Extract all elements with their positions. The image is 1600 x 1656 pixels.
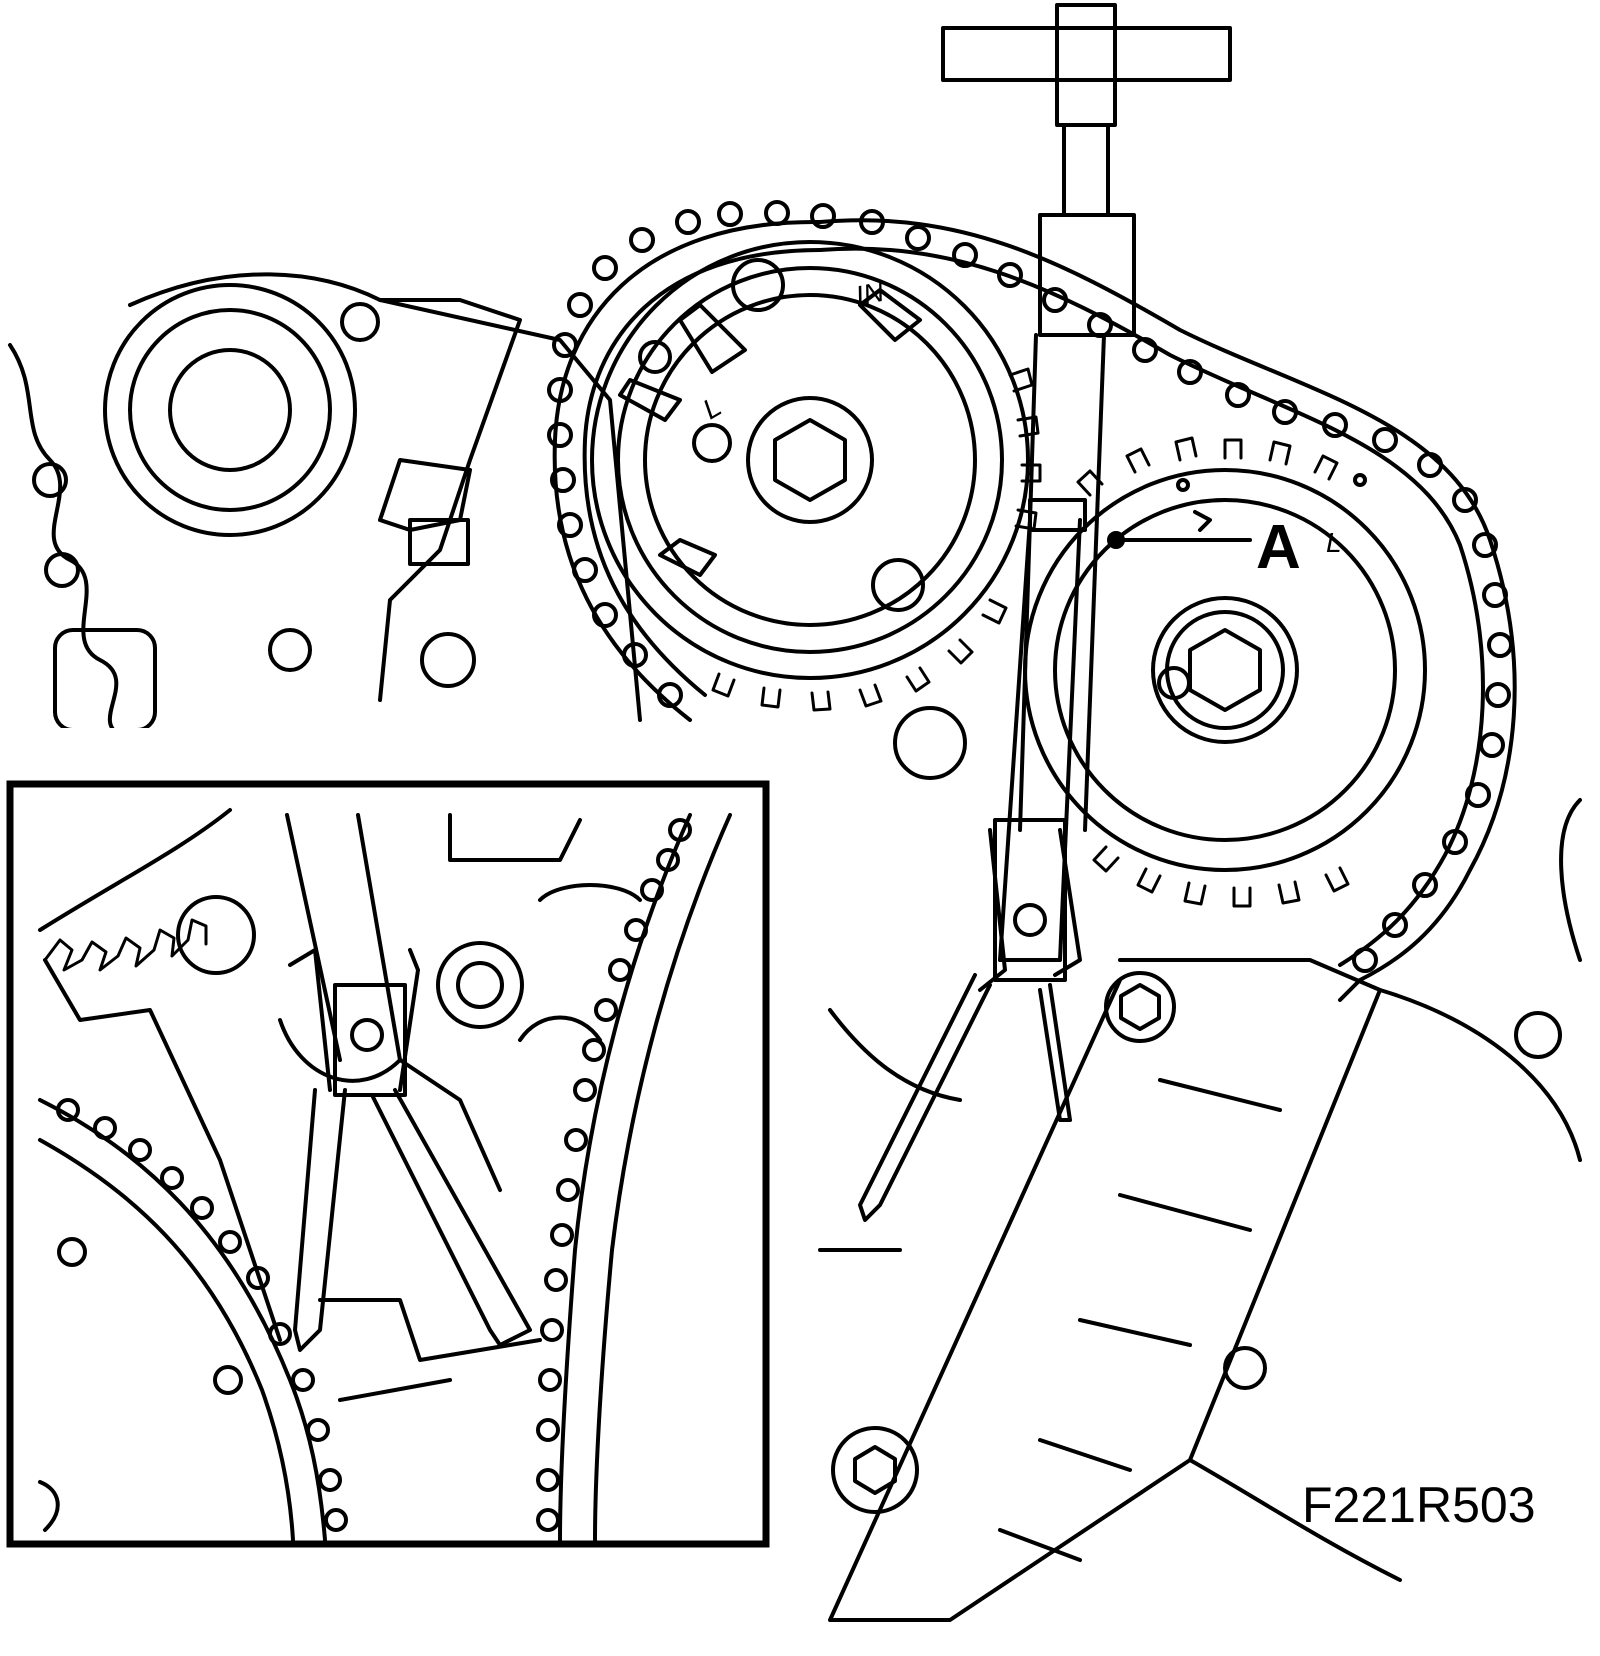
boss-mid (128, 308, 332, 512)
engine-block-main (8, 3, 1582, 1622)
inset-block-contour (43, 958, 282, 1342)
block-outline-left (8, 343, 122, 737)
intake-slot (658, 538, 717, 577)
boss-inner (168, 348, 292, 472)
inset-pliers-pivot (350, 1018, 384, 1052)
inset-sprocket-arc (38, 808, 232, 932)
guide-bolt-hex (853, 1445, 897, 1495)
exhaust-sprocket-teeth (1076, 436, 1350, 908)
inset-hole (213, 1365, 243, 1395)
intake-slot (678, 303, 747, 374)
pliers-pivot (1013, 903, 1047, 937)
intake-hole (638, 340, 672, 374)
chain-rollers (547, 200, 1513, 973)
inset-sprocket-teeth (43, 918, 208, 972)
timing-dot (1353, 473, 1367, 487)
inset-border (6, 780, 770, 1548)
mark-l-right-label: L (1326, 527, 1342, 558)
inset-hole (57, 1237, 87, 1267)
figure-id-label: F221R503 (1302, 1477, 1536, 1533)
guide-bolt-bottom (831, 1426, 919, 1514)
inset-boss (176, 895, 256, 975)
intake-camshaft-sprocket (590, 240, 1042, 712)
inset-chain-arc-left (38, 1098, 327, 1542)
boss-outer (103, 283, 357, 537)
t-handle-bar (941, 26, 1232, 82)
bolt-hole (268, 628, 312, 672)
inset-boss-inner (456, 961, 504, 1009)
bolt-hole (32, 462, 68, 498)
t-handle-socket (1038, 213, 1136, 337)
inset-guide-right (593, 813, 732, 1542)
bolt-hole (1514, 1011, 1562, 1059)
exhaust-hub-inner (1165, 610, 1285, 730)
exhaust-hex-bolt (1188, 628, 1262, 712)
inset-pliers (285, 813, 532, 1352)
bolt-hole (44, 552, 80, 588)
bolt-hole (420, 632, 476, 688)
timing-chain-left (552, 219, 822, 722)
bracket-tab (408, 518, 470, 566)
inset-chain-arc-left-inner (38, 1138, 295, 1542)
block-outline-right (818, 798, 1582, 1252)
intake-slot (618, 378, 682, 422)
t-handle-head (1055, 3, 1117, 127)
bolt-hole (1223, 1346, 1267, 1390)
intake-hole (692, 423, 732, 463)
tensioner-pliers (858, 818, 1082, 1222)
t-handle-tool (941, 3, 1232, 832)
timing-chain (818, 218, 1517, 1002)
callout-a-dot (1107, 531, 1125, 549)
bracket-outline (378, 458, 472, 532)
inset-boss-outer (436, 941, 524, 1029)
bolt-hole (893, 706, 967, 780)
t-handle-shaft (1062, 123, 1110, 217)
camshaft-locking-tool (998, 498, 1087, 962)
guide-bolt-hex (1119, 983, 1161, 1031)
intake-hex-bolt (773, 418, 847, 502)
inset-contour-3 (518, 883, 642, 1042)
intake-slot (858, 288, 922, 342)
inset-chain-rollers (56, 818, 692, 1532)
exhaust-hub-outer (1151, 596, 1299, 744)
intake-pin (871, 558, 925, 612)
block-pocket (53, 628, 157, 732)
detail-inset (6, 780, 770, 1548)
intake-hub (746, 396, 874, 524)
inset-contour-2 (448, 813, 582, 862)
chain-guide-rail (828, 958, 1582, 1622)
guide-bolt-top (1104, 971, 1176, 1043)
intake-pin (731, 258, 785, 312)
inset-edge-curve (38, 1480, 60, 1532)
inset-lower-contour (318, 1298, 542, 1402)
timing-dot (1176, 478, 1190, 492)
exhaust-mark (1193, 510, 1212, 532)
bolt-hole (340, 302, 380, 342)
block-contour-mid (378, 298, 522, 702)
callout-a-label: A (1256, 513, 1301, 582)
mark-l-left-label: L (698, 391, 727, 426)
